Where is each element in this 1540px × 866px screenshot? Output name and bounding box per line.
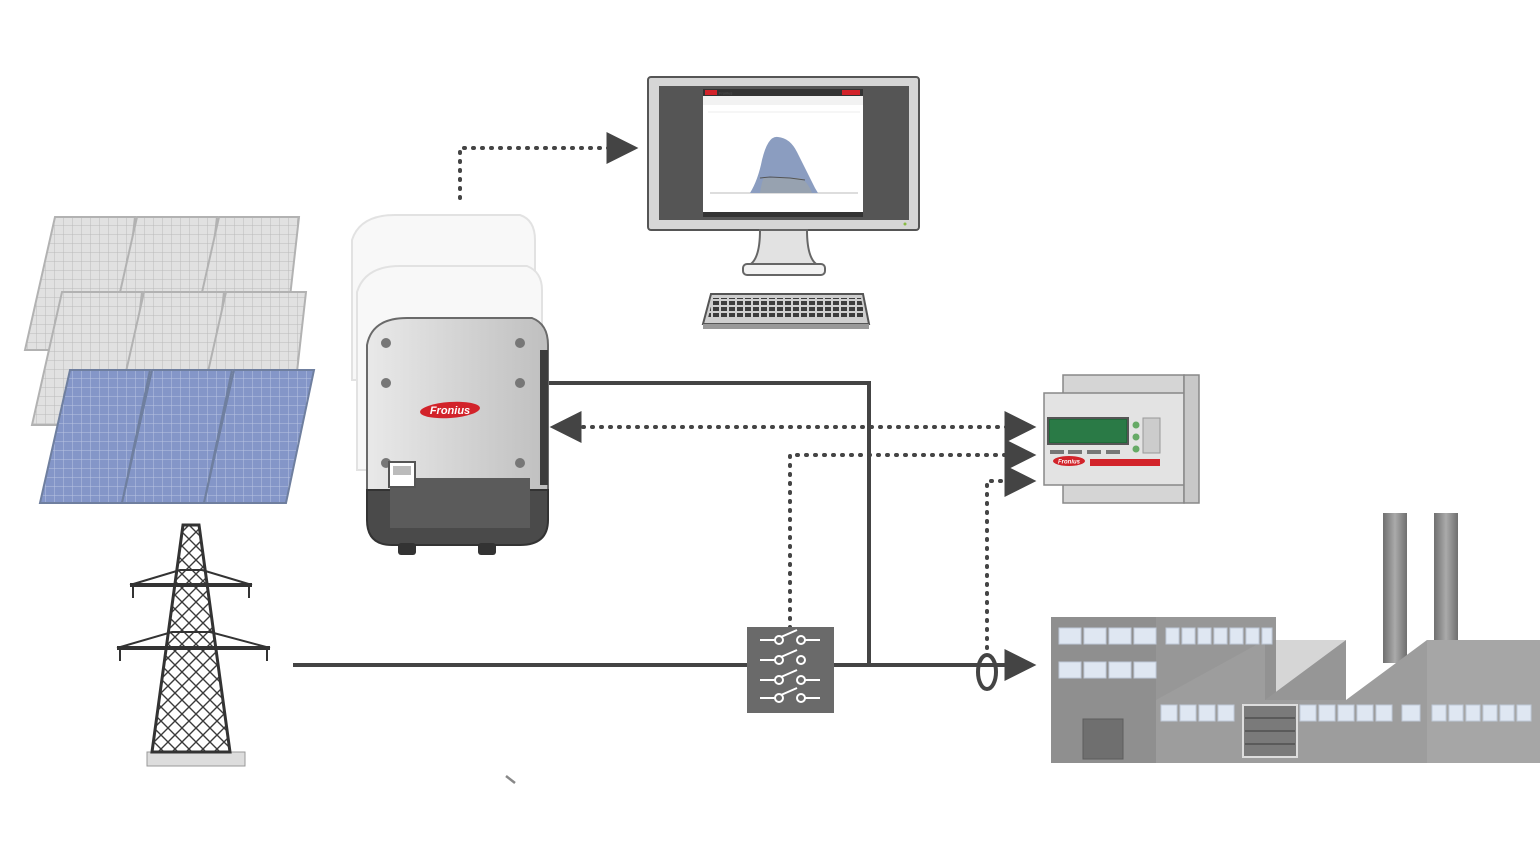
current-sensor [976,653,998,691]
inverter-to-monitor-link [458,132,639,200]
switch-box [747,627,834,713]
inverter-logo: Fronius [420,401,480,419]
datamanager-logo: Fronius [1053,456,1085,466]
factory [1051,513,1540,763]
inverter: Fronius [351,214,549,555]
stray-mark [505,775,516,784]
keyboard [701,293,871,329]
pv-panels-active [38,369,316,504]
factory-gate [1242,704,1298,758]
sensor-to-datamanager-link [985,465,1037,650]
inverter-feed-line [540,381,871,665]
switch-to-datamanager-link [788,439,1037,630]
datamanager-logo-text: Fronius [1058,460,1081,466]
grid-pylon [116,523,271,767]
pv-array [23,216,316,504]
screen-chart [710,136,858,194]
connections [293,132,1037,691]
datamanager: Fronius [1043,374,1200,504]
inverter-logo-text: Fronius [430,405,470,417]
screen-logo-text: Fronius [719,91,732,96]
monitor-pc: Fronius [647,76,920,329]
